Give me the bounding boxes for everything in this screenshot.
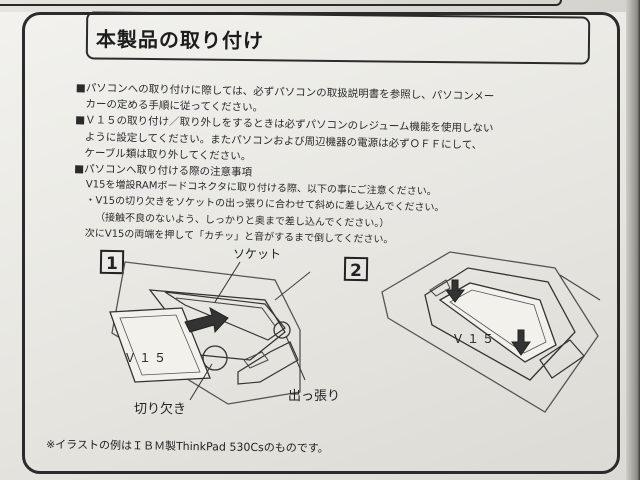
- socket-leader-line: [214, 261, 241, 303]
- notch-callout-circle: [202, 345, 228, 371]
- previous-page-edge: [0, 0, 640, 12]
- step2-number-box: [343, 256, 369, 282]
- step1-number-box: [99, 249, 125, 275]
- v15-module-step1-inner: [119, 314, 201, 376]
- press-arrow-left: [445, 279, 465, 303]
- laptop-base-outline: [111, 261, 301, 405]
- diagram-edge-line-2: [559, 274, 601, 301]
- notch-leader-line: [189, 363, 213, 401]
- diagram-edge-line: [274, 271, 311, 301]
- latch-detail: [243, 351, 269, 369]
- label-v15-step2: Ｖ１５: [452, 332, 497, 346]
- socket-inner: [175, 297, 276, 327]
- v15-module-step2-inner: [449, 289, 547, 354]
- socket: [164, 291, 286, 341]
- protrusion-leader-line: [285, 335, 306, 381]
- socket-latch-2: [539, 339, 585, 379]
- v15-module-step1: [109, 307, 211, 383]
- label-v15-step1: Ｖ１５: [124, 351, 169, 365]
- press-arrow-right: [511, 329, 531, 356]
- section-frame: [22, 12, 620, 474]
- protrusion-callout-circle: [273, 321, 291, 339]
- laptop-base-outline-2: [381, 251, 599, 413]
- insert-arrow: [184, 306, 229, 334]
- label-notch: 切り欠き: [134, 401, 186, 417]
- paper-edge-shadow: [626, 0, 640, 480]
- step1-number: 1: [106, 254, 118, 274]
- step2-number: 2: [350, 261, 362, 281]
- label-socket: ソケット: [233, 247, 281, 261]
- previous-frame-border: [0, 0, 562, 6]
- memory-bay-2: [424, 267, 576, 381]
- label-protrusion: 出っ張り: [288, 389, 340, 404]
- latch-detail-2: [429, 279, 451, 297]
- step1-diagram: 1 ソケット Ｖ１５ 切り欠き 出っ張り: [99, 247, 340, 417]
- socket-latch: [237, 341, 299, 385]
- step2-diagram: 2 Ｖ１５: [343, 251, 601, 413]
